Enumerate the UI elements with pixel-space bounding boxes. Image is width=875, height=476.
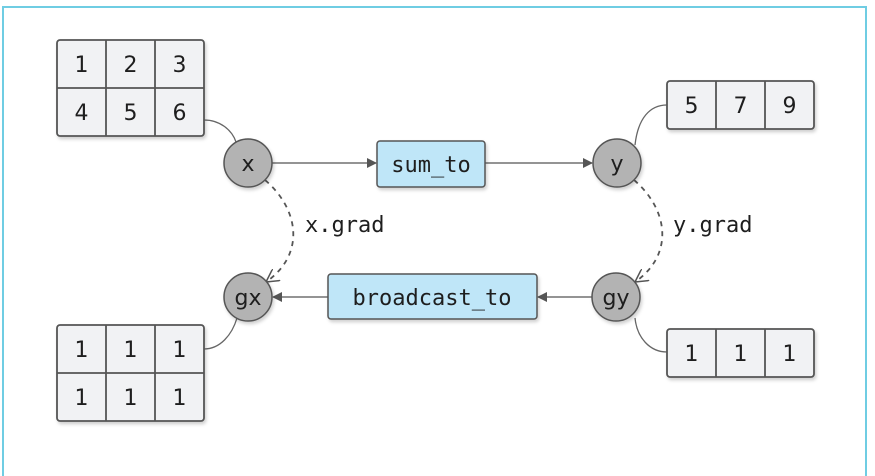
- tensor-cell: 4: [75, 101, 89, 126]
- tensor-cell: 1: [783, 342, 797, 367]
- tensor-frame: [666, 80, 815, 130]
- connector-gx-value: [203, 317, 238, 350]
- tensor-cell: 1: [734, 342, 748, 367]
- edge-x-grad: [264, 179, 295, 282]
- tensor-frame: [666, 328, 815, 378]
- node-y-label: y: [610, 152, 623, 177]
- connector-x-value: [203, 119, 237, 143]
- tensor-cell: 5: [685, 94, 699, 119]
- x-grad-label: x.grad: [305, 213, 384, 238]
- tensor-cell: 1: [124, 386, 138, 411]
- tensor-gx-value: 1 1 1 1 1 1: [56, 324, 205, 422]
- tensor-cell: 1: [75, 338, 89, 363]
- tensor-cell: 5: [124, 101, 138, 126]
- diagram-frame: [2, 6, 867, 476]
- tensor-cell: 1: [685, 342, 699, 367]
- op-sum_to-label: sum_to: [391, 153, 470, 178]
- tensor-cell: 9: [783, 94, 797, 119]
- tensor-cell: 1: [124, 338, 138, 363]
- tensor-x-value: 1 2 3 4 5 6: [56, 39, 205, 137]
- connector-gy-value: [634, 317, 668, 353]
- tensor-cell: 7: [734, 94, 748, 119]
- node-y: y: [592, 138, 642, 188]
- op-broadcast_to: broadcast_to: [327, 273, 538, 320]
- node-gy-label: gy: [603, 286, 630, 311]
- y-grad-label: y.grad: [673, 213, 752, 238]
- edge-y-grad: [633, 179, 664, 282]
- op-sum_to: sum_to: [376, 140, 486, 188]
- tensor-cell: 2: [124, 53, 138, 78]
- tensor-cell: 6: [173, 101, 187, 126]
- op-broadcast_to-label: broadcast_to: [353, 286, 512, 311]
- computational-graph: x.grad y.grad sum_to broadcast_to x y gx…: [56, 39, 815, 422]
- tensor-cell: 1: [75, 53, 89, 78]
- node-x-label: x: [241, 152, 254, 177]
- node-gy: gy: [591, 272, 641, 322]
- tensor-gy-value: 1 1 1: [666, 328, 815, 378]
- tensor-cell: 1: [75, 386, 89, 411]
- tensor-cell: 3: [173, 53, 187, 78]
- connector-y-value: [634, 104, 668, 146]
- node-x: x: [223, 138, 273, 188]
- tensor-cell: 1: [173, 338, 187, 363]
- node-gx-label: gx: [235, 286, 262, 311]
- tensor-cell: 1: [173, 386, 187, 411]
- node-gx: gx: [223, 272, 273, 322]
- tensor-y-value: 5 7 9: [666, 80, 815, 130]
